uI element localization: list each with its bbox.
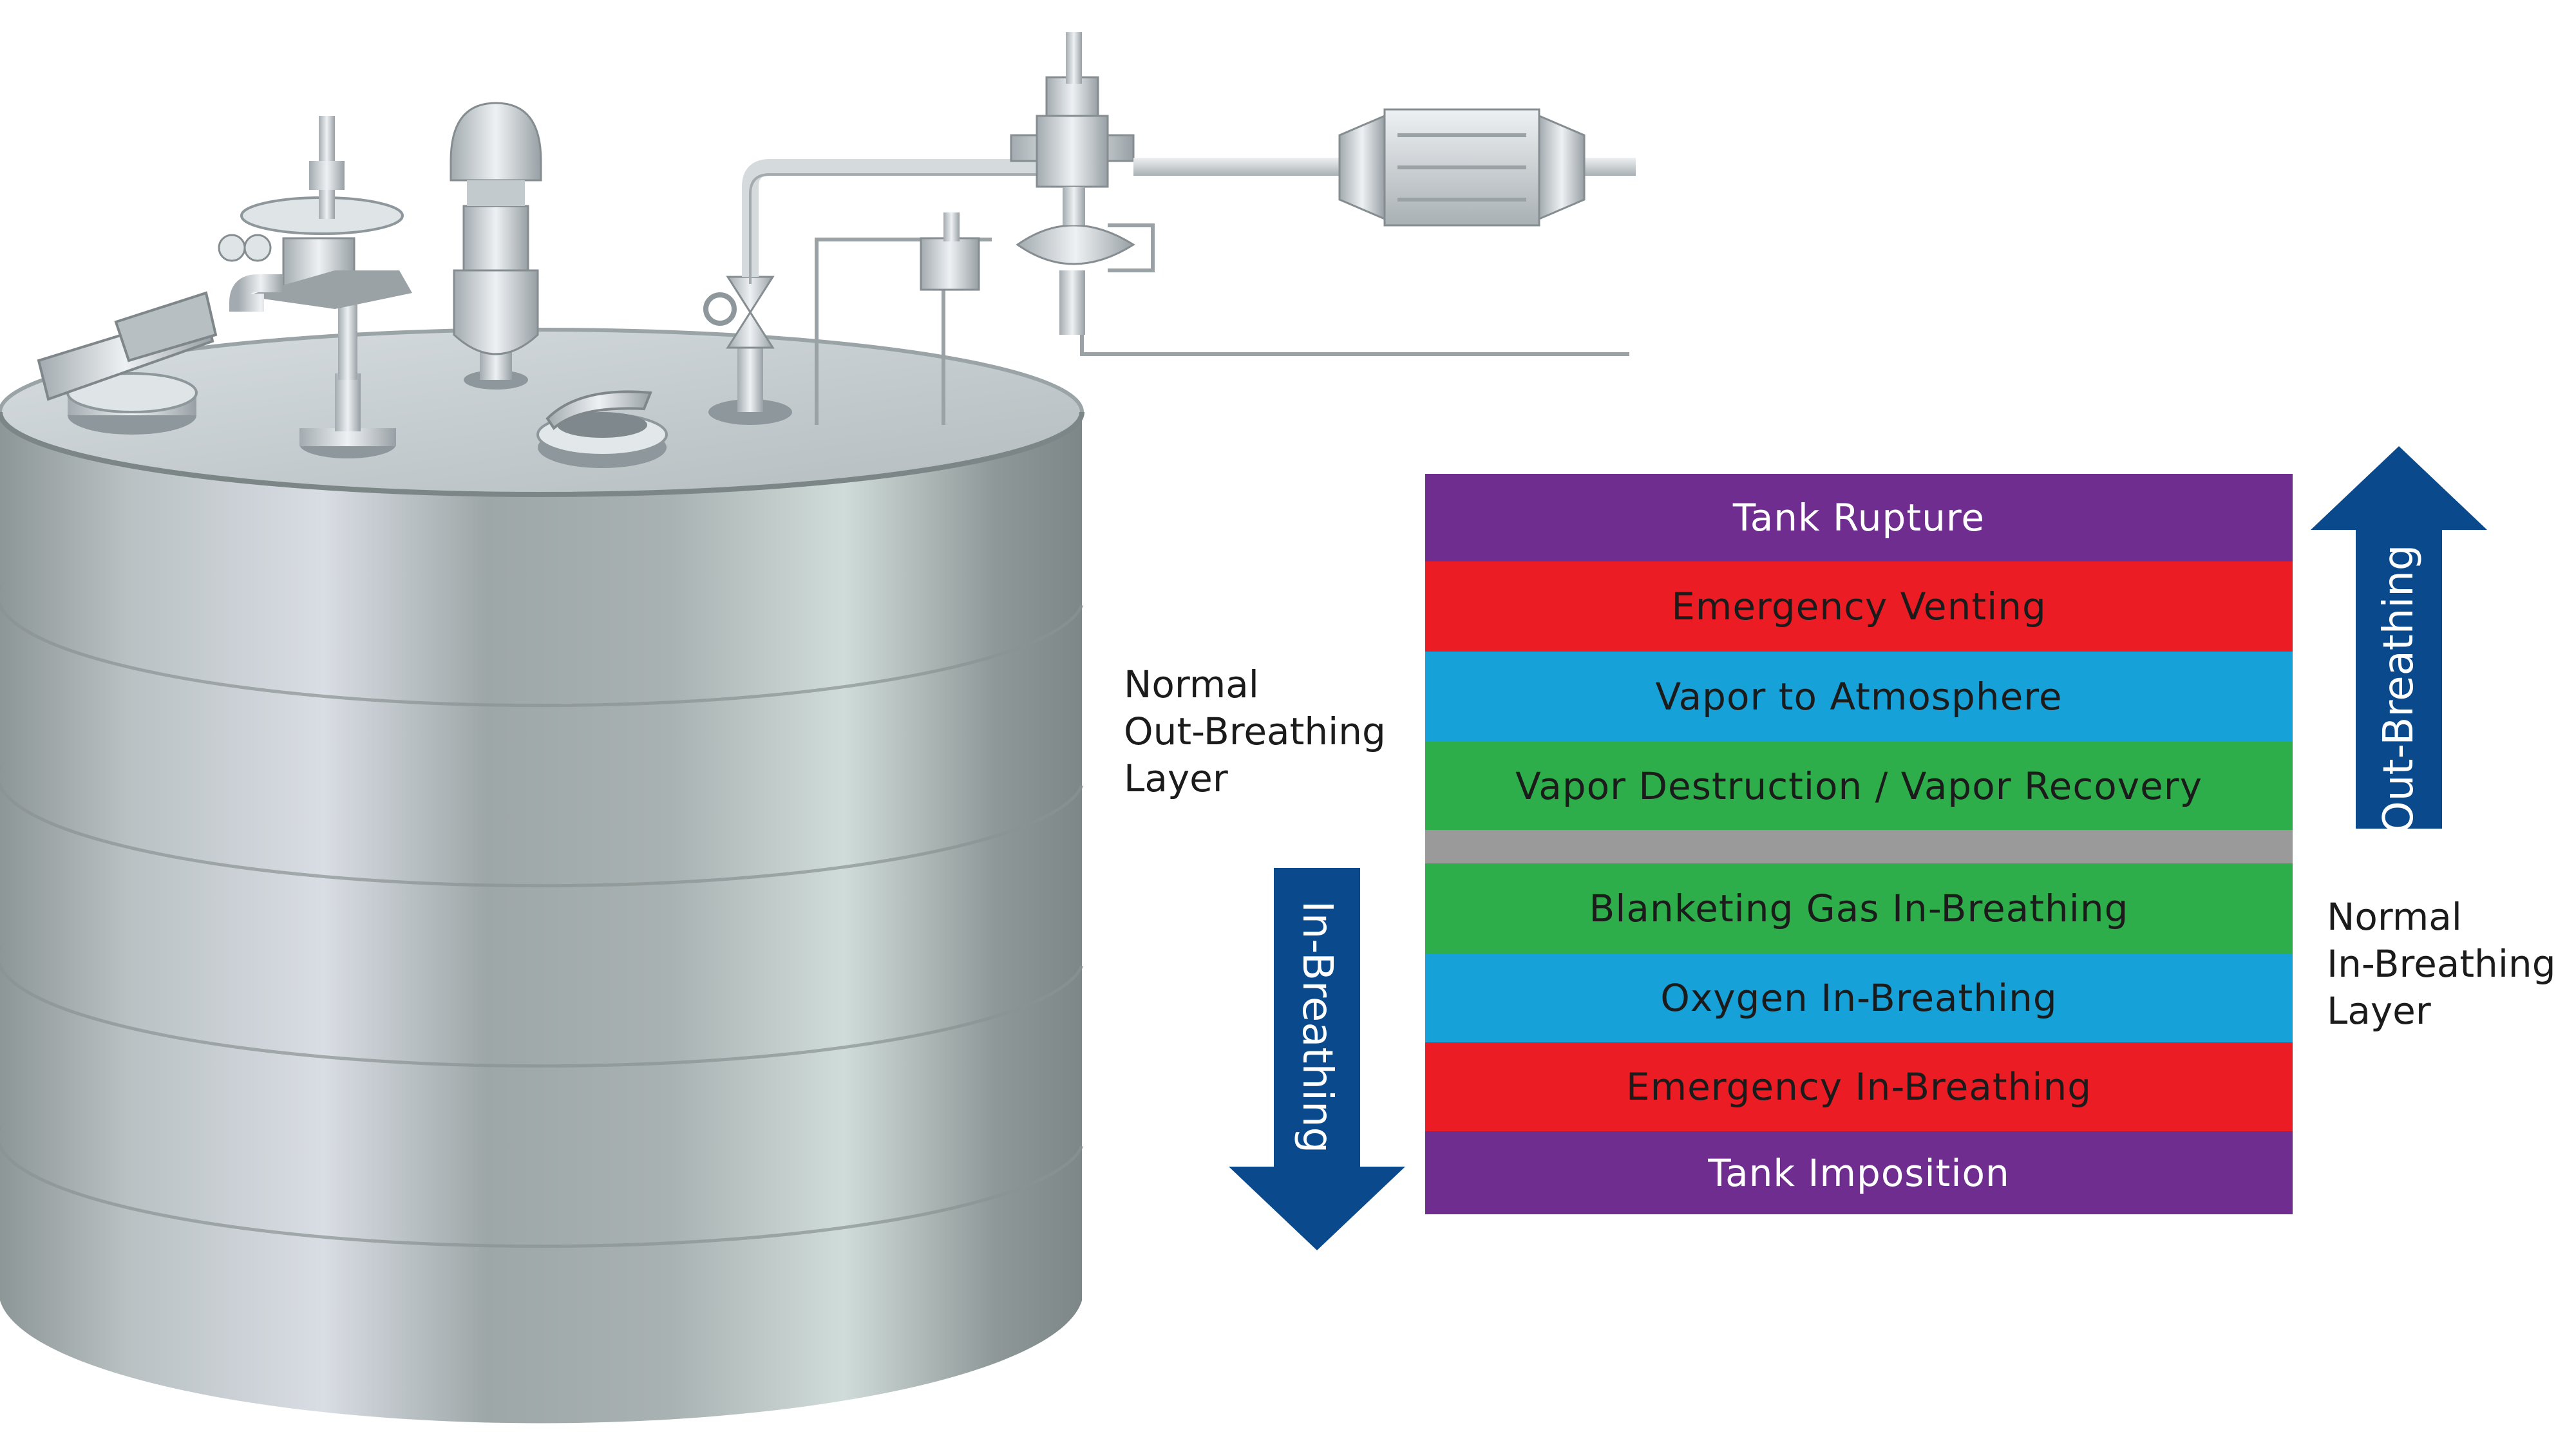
layer-band-4: Vapor Destruction / Vapor Recovery <box>1425 742 2293 830</box>
gauge-hatch-icon <box>536 390 668 468</box>
layer-band-8: Emergency In-Breathing <box>1425 1042 2293 1131</box>
layer-band-3: Vapor to Atmosphere <box>1425 652 2293 742</box>
in-breathing-arrow: In-Breathing <box>1229 868 1405 1250</box>
detonation-arrester-icon <box>1133 108 1636 227</box>
layer-band-1: Tank Rupture <box>1425 474 2293 561</box>
layer-band-6: Blanketing Gas In-Breathing <box>1425 863 2293 954</box>
in-breathing-label-line2: In-Breathing <box>2327 942 2556 986</box>
flame-arrester-icon <box>450 102 542 390</box>
tank-illustration <box>0 32 1636 1424</box>
layer-band-5 <box>1425 830 2293 863</box>
normal-out-breathing-layer-label: Normal Out-Breathing Layer <box>1124 661 1386 802</box>
out-breathing-label-line2: Out-Breathing <box>1124 710 1386 753</box>
blanketing-regulator-icon <box>920 32 1135 335</box>
out-breathing-label-line3: Layer <box>1124 757 1228 800</box>
normal-in-breathing-layer-label: Normal In-Breathing Layer <box>2327 894 2556 1035</box>
layer-band-9: Tank Imposition <box>1425 1131 2293 1214</box>
manual-valve-icon <box>703 159 1056 425</box>
out-breathing-label-line1: Normal <box>1124 663 1259 706</box>
arrow-down-icon <box>1229 868 1405 1250</box>
emergency-vent-hatch-icon <box>37 291 218 435</box>
in-breathing-arrow-text: In-Breathing <box>1293 900 1341 1154</box>
pressure-vacuum-valve-icon <box>218 116 412 458</box>
layer-band-7: Oxygen In-Breathing <box>1425 954 2293 1042</box>
arrow-up-icon <box>2311 446 2487 829</box>
layer-band-2: Emergency Venting <box>1425 561 2293 652</box>
in-breathing-label-line1: Normal <box>2327 895 2462 939</box>
in-breathing-label-line3: Layer <box>2327 989 2431 1033</box>
out-breathing-arrow-text: Out-Breathing <box>2375 544 2423 834</box>
storage-tank-icon <box>0 328 1084 1424</box>
out-breathing-arrow: Out-Breathing <box>2311 446 2487 833</box>
